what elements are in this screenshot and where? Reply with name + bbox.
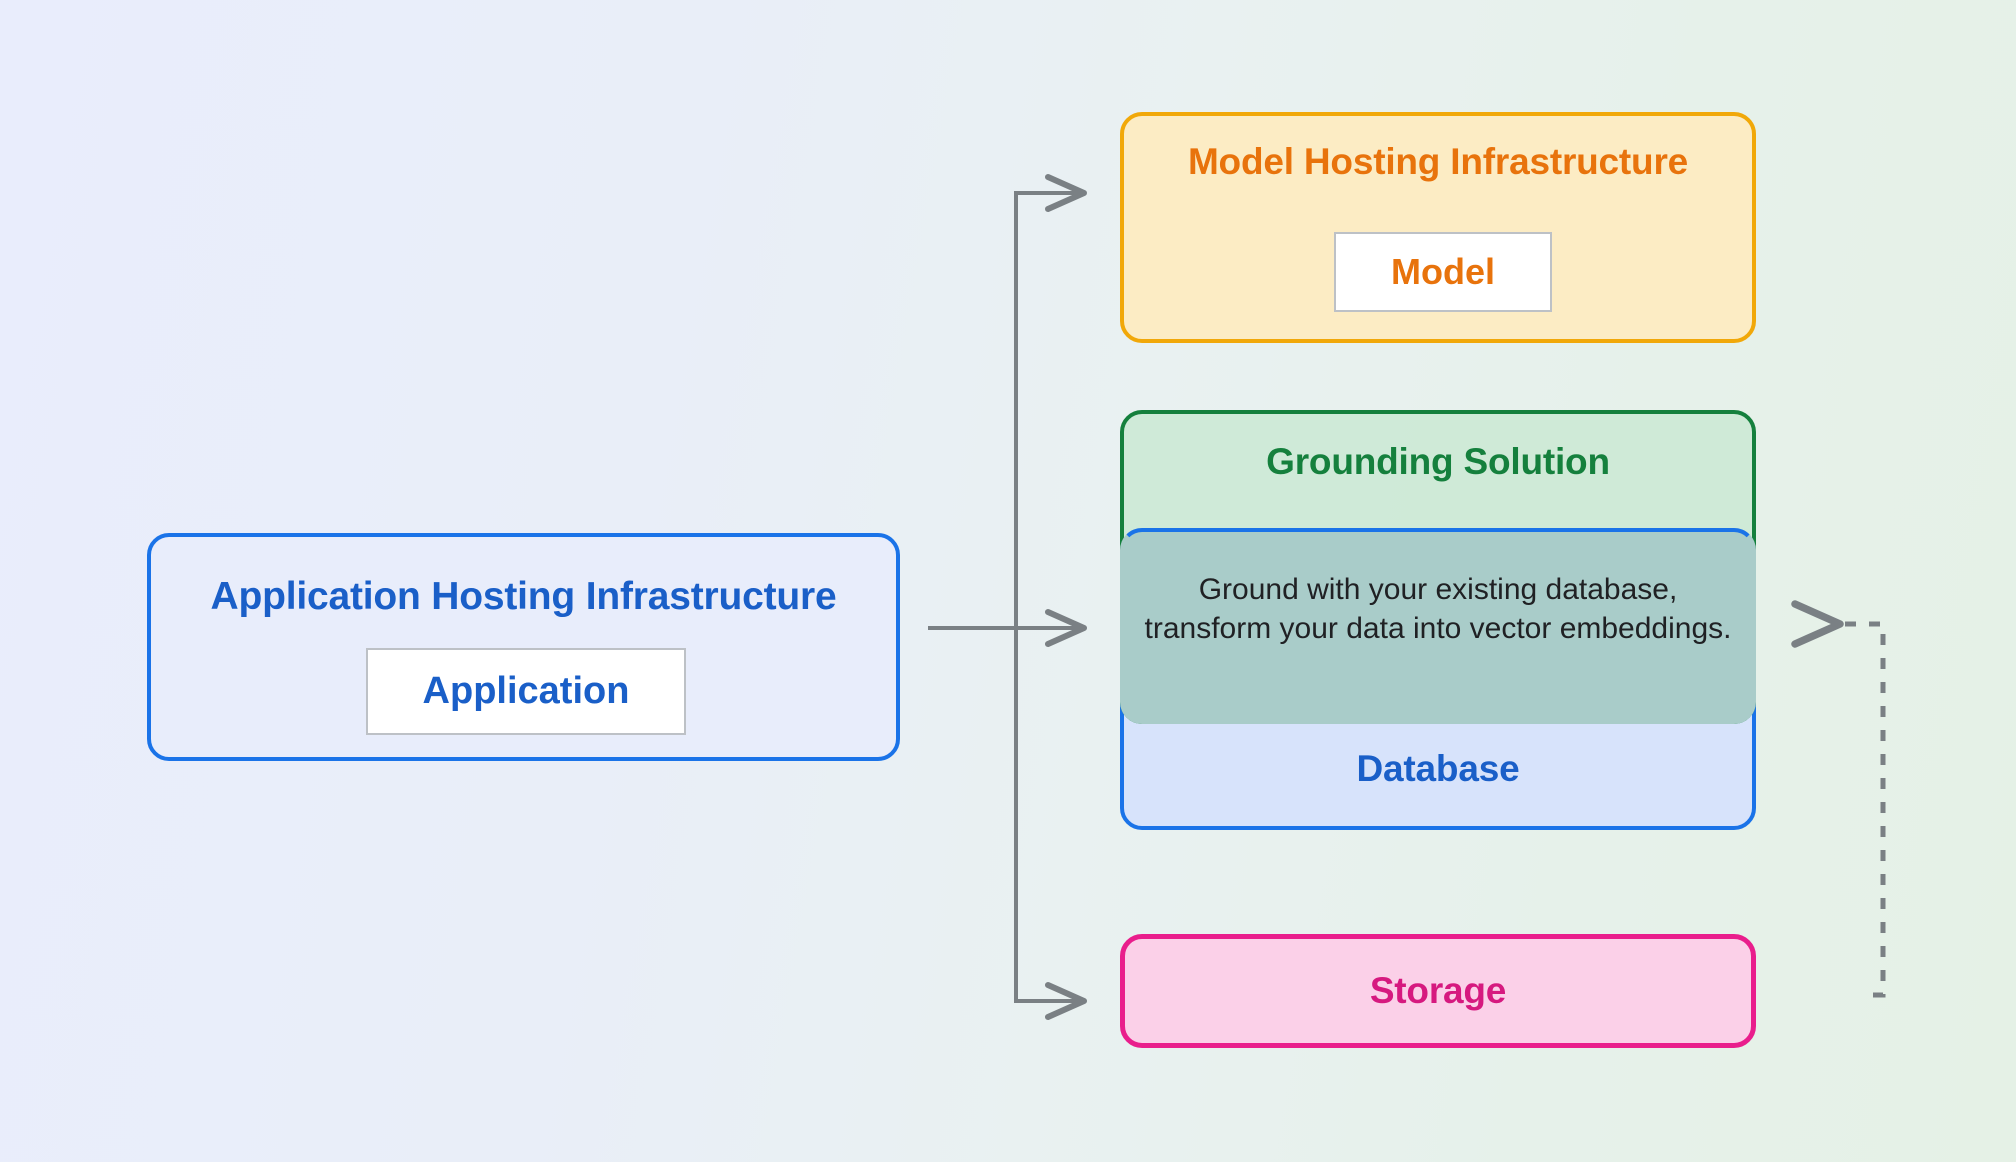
- model-hosting-title: Model Hosting Infrastructure: [1187, 141, 1689, 182]
- dashed-return-path: [1791, 600, 1886, 998]
- grounding-solution-box[interactable]: Grounding Solution: [1120, 410, 1756, 724]
- grounding-description-text: Ground with your existing database, tran…: [1144, 573, 1732, 645]
- model-hosting-infrastructure-box[interactable]: Model Hosting Infrastructure Model: [1120, 112, 1756, 343]
- model-chip[interactable]: Model: [1334, 232, 1552, 312]
- storage-to-database-connector: [1791, 600, 1886, 998]
- application-fanout-connectors: [928, 174, 1087, 1020]
- application-hosting-infrastructure-box[interactable]: Application Hosting Infrastructure Appli…: [147, 533, 900, 761]
- application-hosting-title: Application Hosting Infrastructure: [210, 575, 837, 618]
- application-chip[interactable]: Application: [366, 648, 686, 735]
- grounding-solution-title: Grounding Solution: [1266, 441, 1610, 482]
- database-title: Database: [1356, 748, 1520, 789]
- storage-title: Storage: [1369, 970, 1507, 1011]
- storage-box[interactable]: Storage: [1120, 934, 1756, 1048]
